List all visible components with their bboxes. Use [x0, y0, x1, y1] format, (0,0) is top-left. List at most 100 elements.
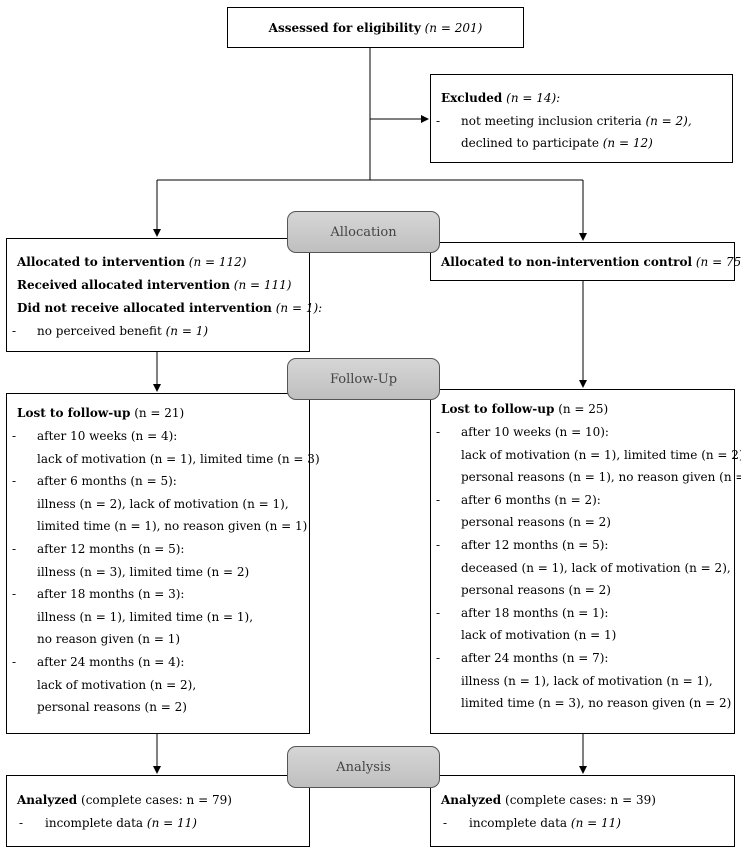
intervention-item-text: no perceived benefit [37, 324, 162, 338]
analyzed-left-box: Analyzed (complete cases: n = 79) - inco… [6, 775, 310, 847]
bullet: - [12, 474, 17, 489]
excluded-title: Excluded (n = 14): [441, 90, 560, 106]
followup-reason-line: lack of motivation (n = 2), [37, 677, 197, 692]
followup-reason-line: lack of motivation (n = 1), limited time… [461, 447, 741, 462]
followup-reason-line: lack of motivation (n = 1), limited time… [37, 451, 320, 466]
intervention-line-1: Allocated to intervention (n = 112) [17, 254, 246, 270]
followup-reason-line: lack of motivation (n = 1) [461, 628, 617, 643]
excluded-item-2-count: (n = 12) [602, 136, 653, 150]
lost-followup-right-box: Lost to follow-up (n = 25) - after 10 wee… [430, 389, 741, 734]
stage-allocation-label: Allocation [330, 224, 397, 240]
lost-left-count: (n = 21) [134, 406, 185, 420]
bullet: - [443, 816, 448, 830]
followup-period-line: after 6 months (n = 2): [461, 492, 601, 507]
intervention-item-count: (n = 1) [165, 324, 209, 338]
intervention-count: (n = 112) [188, 255, 247, 269]
followup-reason-line: deceased (n = 1), lack of motivation (n … [461, 560, 731, 575]
excluded-item-1-count: (n = 2), [645, 114, 692, 128]
eligibility-label: Assessed for eligibility [268, 21, 421, 35]
control-count: (n = 75) [695, 255, 741, 269]
excluded-item-1: not meeting inclusion criteria (n = 2), [461, 113, 692, 129]
stage-analysis-label: Analysis [336, 759, 391, 775]
analyzed-right-item: incomplete data (n = 11) [469, 815, 621, 831]
followup-reason-line: illness (n = 3), limited time (n = 2) [37, 564, 250, 579]
analyzed-right-count: (complete cases: n = 39) [505, 793, 656, 807]
eligibility-count: (n = 201) [424, 21, 483, 35]
followup-period-line: after 12 months (n = 5): [37, 542, 185, 556]
intervention-box: Allocated to intervention (n = 112) Rece… [6, 238, 322, 352]
not-received-count: (n = 1): [275, 301, 323, 315]
lost-right-label: Lost to follow-up [441, 402, 555, 416]
excluded-item-2-text: declined to participate [461, 136, 599, 150]
control-box: Allocated to non-intervention control (n… [430, 242, 741, 281]
received-label: Received allocated intervention [17, 278, 230, 292]
analyzed-right-item-count: (n = 11) [570, 816, 621, 830]
followup-period-line: after 18 months (n = 3): [37, 587, 185, 602]
bullet: - [436, 114, 441, 128]
analyzed-left-label: Analyzed [17, 793, 78, 807]
followup-reason-line: illness (n = 2), lack of motivation (n =… [37, 496, 289, 511]
control-text: Allocated to non-intervention control (n… [441, 254, 741, 270]
control-label: Allocated to non-intervention control [441, 255, 693, 269]
followup-reason-line: limited time (n = 1), no reason given (n… [37, 519, 308, 534]
analyzed-right-title: Analyzed (complete cases: n = 39) [441, 792, 656, 808]
followup-reason-line: personal reasons (n = 2) [461, 515, 611, 530]
followup-reason-line: no reason given (n = 1) [37, 632, 181, 647]
received-count: (n = 111) [233, 278, 292, 292]
intervention-line-2: Received allocated intervention (n = 111… [17, 277, 291, 293]
analyzed-right-label: Analyzed [441, 793, 502, 807]
followup-reason-line: illness (n = 1), limited time (n = 1), [37, 609, 254, 624]
followup-reason-line: personal reasons (n = 1), no reason give… [461, 470, 741, 485]
lost-right-count: (n = 25) [558, 402, 609, 416]
analyzed-right-box: Analyzed (complete cases: n = 39) - inco… [430, 775, 735, 847]
intervention-item: no perceived benefit (n = 1) [37, 323, 208, 339]
bullet: - [436, 651, 441, 665]
followup-period-line: after 10 weeks (n = 4): [37, 429, 178, 443]
lost-left-title: Lost to follow-up (n = 21) [17, 405, 184, 421]
lost-followup-left-box: Lost to follow-up (n = 21) - after 10 wee… [6, 393, 320, 734]
followup-reason-line: personal reasons (n = 2) [461, 583, 611, 598]
followup-period-line: after 18 months (n = 1): [461, 605, 609, 620]
followup-reason-line: limited time (n = 3), no reason given (n… [461, 696, 732, 711]
not-received-label: Did not receive allocated intervention [17, 301, 272, 315]
analyzed-right-item-text: incomplete data [469, 816, 568, 830]
followup-period-line: after 12 months (n = 5): [461, 538, 609, 552]
bullet: - [12, 655, 17, 669]
bullet: - [12, 587, 17, 602]
bullet: - [19, 816, 24, 830]
followup-period-line: after 10 weeks (n = 10): [461, 425, 609, 439]
analyzed-left-title: Analyzed (complete cases: n = 79) [17, 792, 232, 808]
bullet: - [12, 324, 17, 338]
followup-period-line: after 24 months (n = 7): [461, 651, 609, 665]
followup-reason-line: illness (n = 1), lack of motivation (n =… [461, 673, 713, 688]
intervention-label: Allocated to intervention [17, 255, 185, 269]
bullet: - [436, 538, 441, 552]
lost-right-title: Lost to follow-up (n = 25) [441, 401, 608, 417]
followup-reason-line: personal reasons (n = 2) [37, 700, 187, 715]
bullet: - [436, 605, 441, 620]
analyzed-left-item-count: (n = 11) [146, 816, 197, 830]
bullet: - [12, 429, 17, 443]
bullet: - [12, 542, 17, 556]
followup-period-line: after 6 months (n = 5): [37, 474, 177, 489]
stage-followup-label: Follow-Up [329, 371, 398, 387]
excluded-box: Excluded (n = 14): - not meeting inclusi… [430, 74, 733, 163]
analyzed-left-item: incomplete data (n = 11) [45, 815, 197, 831]
eligibility-box: Assessed for eligibility (n = 201) [227, 7, 524, 48]
stage-analysis: Analysis [287, 746, 440, 788]
lost-left-label: Lost to follow-up [17, 406, 131, 420]
analyzed-left-count: (complete cases: n = 79) [81, 793, 232, 807]
excluded-item-1-text: not meeting inclusion criteria [461, 114, 642, 128]
followup-period-line: after 24 months (n = 4): [37, 655, 185, 669]
excluded-label: Excluded [441, 91, 503, 105]
intervention-line-3: Did not receive allocated intervention (… [17, 300, 322, 316]
stage-allocation: Allocation [287, 211, 440, 253]
bullet: - [436, 425, 441, 439]
eligibility-text: Assessed for eligibility (n = 201) [228, 20, 523, 36]
excluded-count: (n = 14): [506, 91, 561, 105]
analyzed-left-item-text: incomplete data [45, 816, 144, 830]
excluded-item-2: declined to participate (n = 12) [461, 135, 653, 151]
bullet: - [436, 492, 441, 507]
